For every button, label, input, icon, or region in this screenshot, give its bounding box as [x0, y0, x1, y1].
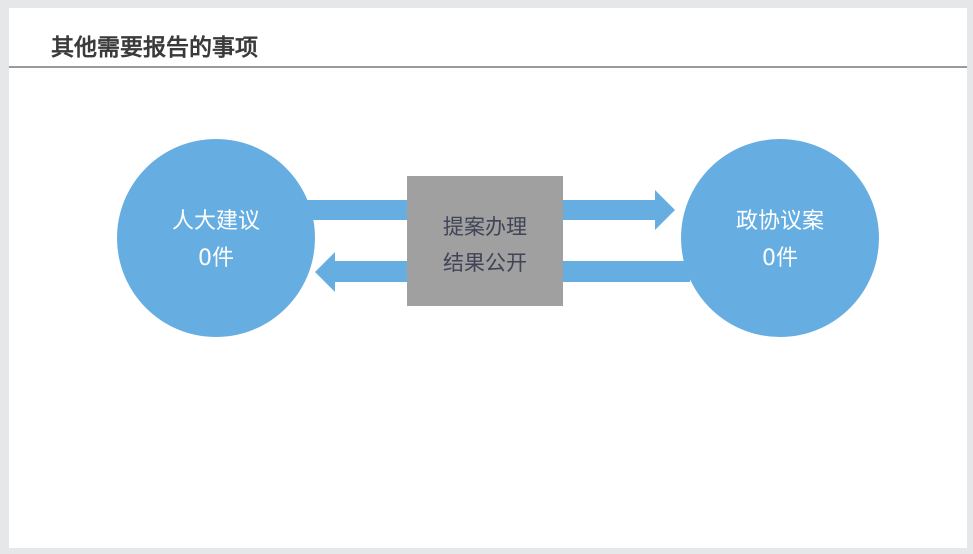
- header-divider: [9, 66, 967, 68]
- center-box: [407, 176, 563, 306]
- left-node-label: 人大建议: [171, 209, 260, 234]
- left-node-count: 0件: [198, 246, 234, 271]
- right-node-label: 政协议案: [735, 209, 824, 234]
- right-node-circle: [681, 139, 879, 337]
- right-node-count: 0件: [762, 246, 798, 271]
- left-node: 人大建议 0件: [117, 203, 315, 277]
- left-node-circle: [117, 139, 315, 337]
- center-box-line1: 提案办理: [443, 215, 527, 239]
- right-node: 政协议案 0件: [681, 203, 879, 277]
- page-title: 其他需要报告的事项: [51, 35, 258, 61]
- center-box-text: 提案办理 结果公开: [407, 209, 563, 281]
- center-box-line2: 结果公开: [443, 251, 527, 275]
